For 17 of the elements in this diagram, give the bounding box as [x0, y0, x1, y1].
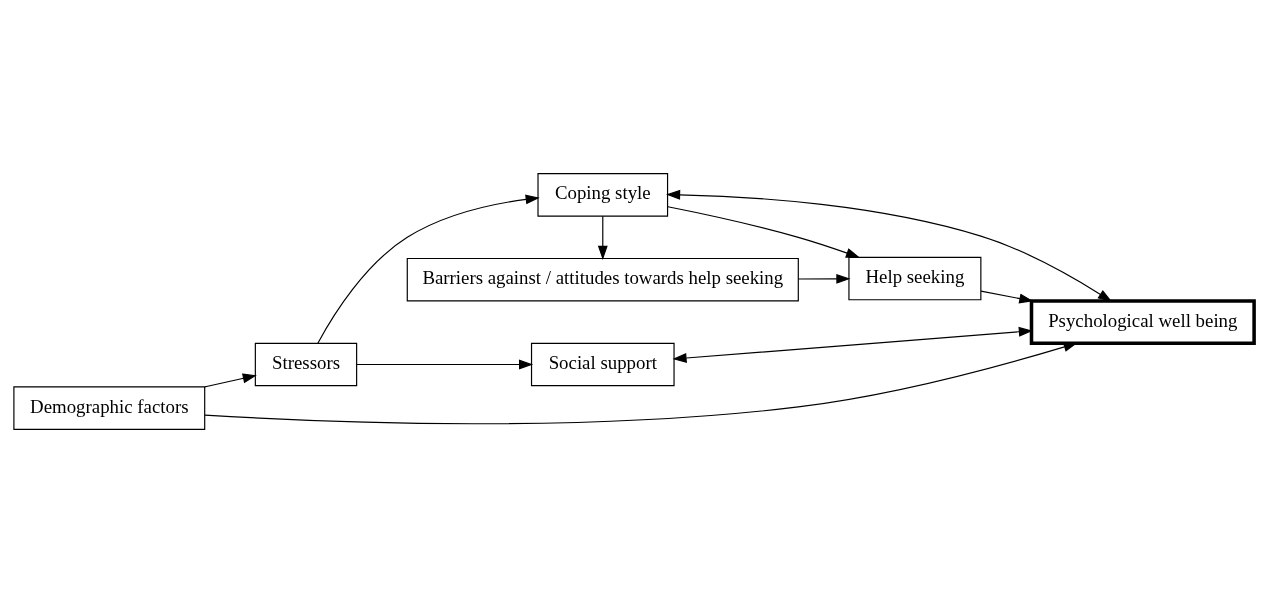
node-box: Psychological well being	[1029, 298, 1256, 345]
node-box: Stressors	[254, 342, 358, 386]
arrow	[597, 215, 608, 260]
node-box: Demographic factors	[13, 385, 206, 430]
arrow	[980, 290, 1034, 303]
node-box: Help seeking	[848, 256, 982, 300]
arrow	[667, 205, 861, 258]
node-box: Coping style	[537, 172, 669, 217]
arrow	[317, 193, 540, 344]
arrow	[204, 373, 257, 388]
arrow	[672, 326, 1033, 363]
arrow	[204, 341, 1078, 424]
node-box: Social support	[530, 342, 675, 386]
node-box: Barriers against / attitudes towards help seeking	[406, 257, 799, 301]
arrow	[356, 359, 534, 369]
arrow	[666, 189, 1113, 302]
arrow	[797, 273, 851, 284]
